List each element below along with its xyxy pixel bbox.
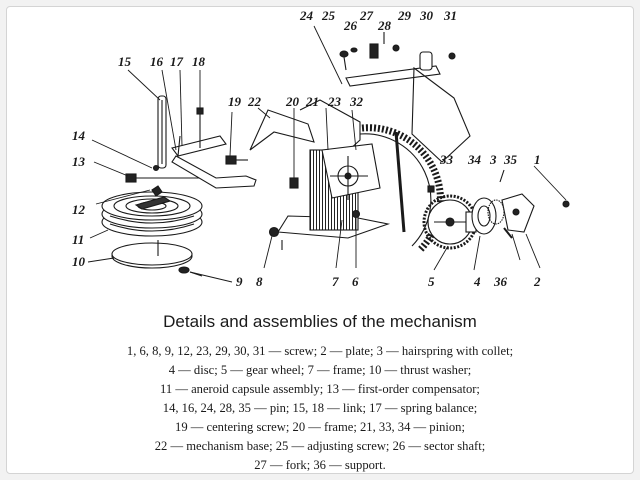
callout-34: 34 <box>467 152 482 167</box>
callout-29: 29 <box>397 8 412 23</box>
callout-14: 14 <box>72 128 86 143</box>
sector-arm-upper <box>345 51 471 163</box>
callout-15: 15 <box>118 54 132 69</box>
callout-35: 35 <box>503 152 518 167</box>
callout-30: 30 <box>419 8 434 23</box>
pinion-33 <box>427 185 435 193</box>
figure-title: Details and assemblies of the mechanism <box>163 312 477 331</box>
callout-26: 26 <box>343 18 358 33</box>
mechanism-base <box>249 99 391 250</box>
screw-29 <box>392 44 400 52</box>
callout-19: 19 <box>228 94 242 109</box>
plate <box>501 193 535 233</box>
callout-10: 10 <box>72 254 86 269</box>
lever-strip <box>171 155 257 189</box>
leader-lines <box>87 25 567 283</box>
callout-numbers: 24 25 26 27 28 29 30 31 15 16 17 18 19 2… <box>72 8 541 289</box>
mechanism-exploded-drawing: 24 25 26 27 28 29 30 31 15 16 17 18 19 2… <box>72 8 570 289</box>
callout-33: 33 <box>439 152 454 167</box>
figure-legend: 1, 6, 8, 9, 12, 23, 29, 30, 31 — screw; … <box>0 342 640 475</box>
callout-25: 25 <box>321 8 336 23</box>
callout-11: 11 <box>72 232 84 247</box>
legend-line: 14, 16, 24, 28, 35 — pin; 15, 18 — link;… <box>162 401 478 415</box>
pin-35 <box>499 169 505 183</box>
callout-6: 6 <box>352 274 359 289</box>
callout-24: 24 <box>299 8 314 23</box>
legend-line: 22 — mechanism base; 25 — adjusting scre… <box>154 439 486 453</box>
pin-14 <box>152 164 160 172</box>
callout-31: 31 <box>443 8 457 23</box>
callout-27: 27 <box>359 8 374 23</box>
aneroid-capsule-assembly <box>101 191 203 237</box>
callout-16: 16 <box>150 54 164 69</box>
thrust-washer <box>111 240 193 269</box>
adjusting-screw <box>339 50 349 71</box>
callout-3: 3 <box>489 152 497 167</box>
callout-21: 21 <box>305 94 319 109</box>
screw-1 <box>562 200 570 208</box>
callout-2: 2 <box>533 274 541 289</box>
screw-6 <box>351 209 361 219</box>
callout-9: 9 <box>236 274 243 289</box>
frame-7 <box>321 143 381 200</box>
screw-12 <box>151 185 163 197</box>
link-15 <box>157 95 167 169</box>
callout-13: 13 <box>72 154 86 169</box>
spring-balance <box>171 135 227 157</box>
callout-12: 12 <box>72 202 86 217</box>
callout-20: 20 <box>285 94 300 109</box>
callout-8: 8 <box>256 274 263 289</box>
callout-22: 22 <box>247 94 262 109</box>
legend-line: 1, 6, 8, 9, 12, 23, 29, 30, 31 — screw; … <box>126 344 514 358</box>
screw-8 <box>268 226 280 238</box>
callout-28: 28 <box>377 18 392 33</box>
first-order-compensator <box>125 173 210 183</box>
legend-line: 4 — disc; 5 — gear wheel; 7 — frame; 10 … <box>168 363 472 377</box>
screw-31 <box>448 52 456 60</box>
callout-1: 1 <box>534 152 541 167</box>
support <box>503 227 513 239</box>
callout-4: 4 <box>473 274 481 289</box>
callout-17: 17 <box>170 54 184 69</box>
disc <box>471 197 497 235</box>
frame-20 <box>289 177 299 189</box>
legend-line: 27 — fork; 36 — support. <box>254 458 386 472</box>
legend-line: 19 — centering screw; 20 — frame; 21, 33… <box>175 420 465 434</box>
callout-5: 5 <box>428 274 435 289</box>
callout-7: 7 <box>332 274 339 289</box>
callout-23: 23 <box>327 94 342 109</box>
fork <box>369 43 379 59</box>
figure-card <box>6 6 634 474</box>
callout-18: 18 <box>192 54 206 69</box>
legend-line: 11 — aneroid capsule assembly; 13 — firs… <box>160 382 480 396</box>
centering-screw <box>225 155 248 165</box>
callout-36: 36 <box>493 274 508 289</box>
screw-9 <box>178 266 203 277</box>
sector-shaft <box>350 47 358 53</box>
callout-32: 32 <box>349 94 364 109</box>
